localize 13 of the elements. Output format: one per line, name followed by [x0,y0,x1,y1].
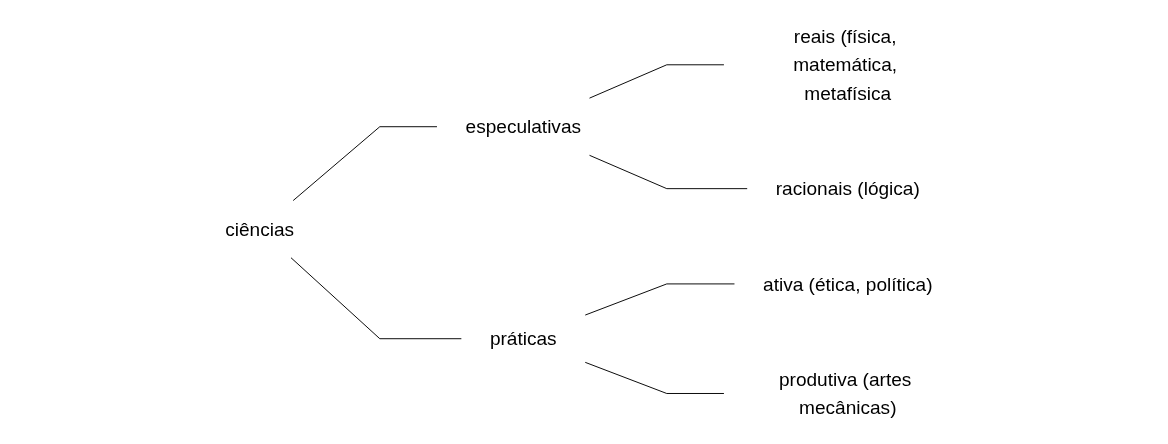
node-text: ativa (ética, política) [762,273,933,295]
connector [588,64,725,99]
node-text: ciências [225,218,294,240]
connector [588,154,748,190]
node-text: práticas [489,328,557,350]
connector [584,283,735,316]
node-text: especulativas [465,116,581,138]
connector [584,361,725,394]
node-text: produtiva (artes mecânicas) [778,368,912,419]
node-text: reais (física, matemática, metafísica [793,25,897,104]
node-text: racionais (lógica) [775,178,920,200]
connector [292,126,438,202]
connector [290,257,462,340]
